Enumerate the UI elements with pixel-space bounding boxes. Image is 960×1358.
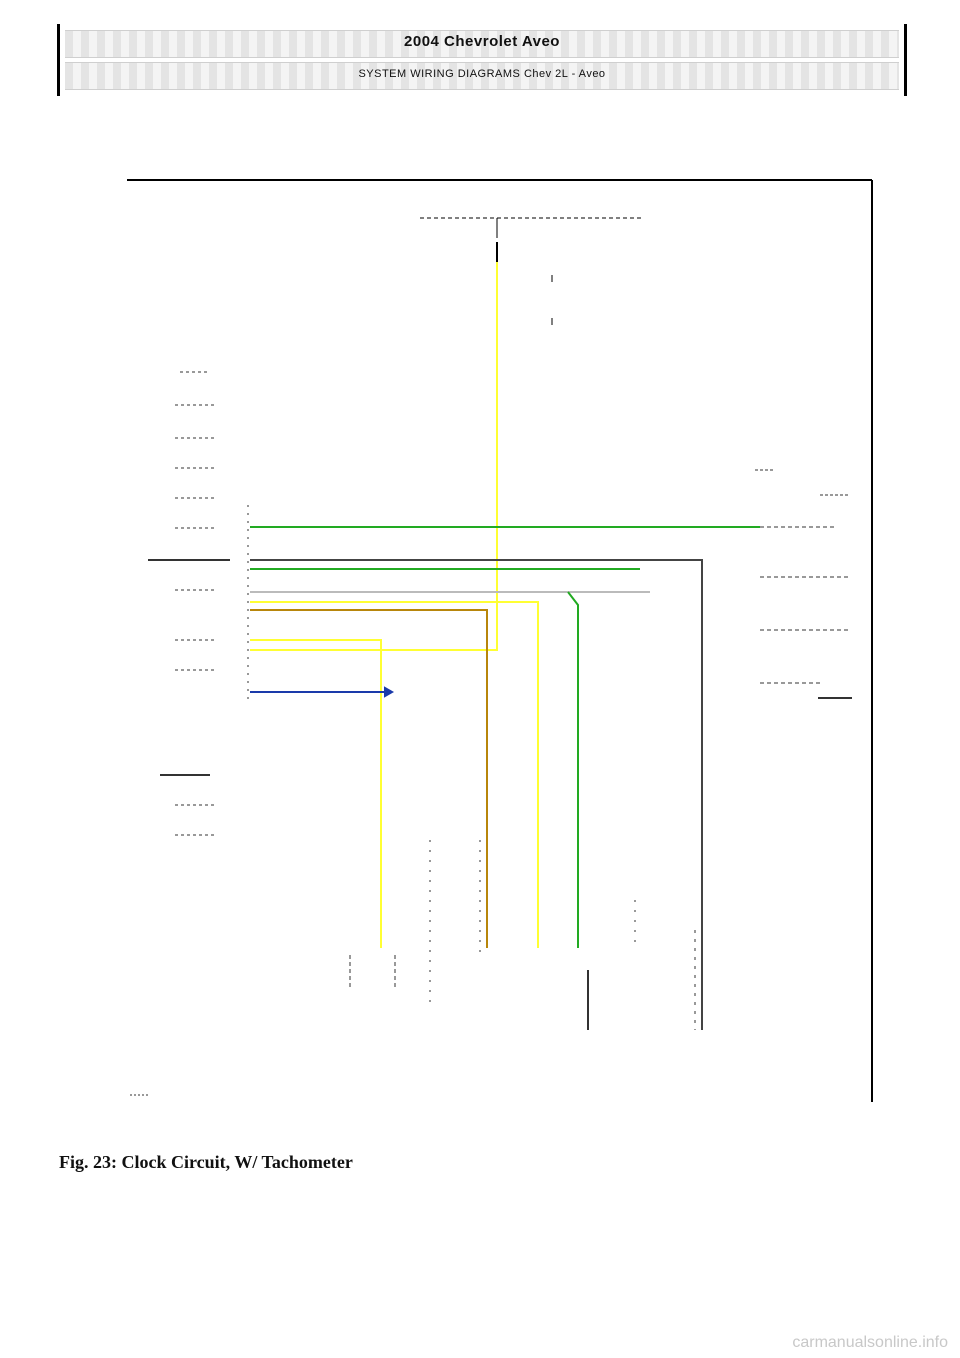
wire-dark-gray — [250, 559, 703, 1030]
watermark-footer: carmanualsonline.info — [792, 1334, 948, 1351]
wire-yellow-top — [250, 262, 498, 651]
header-left-rule — [57, 24, 60, 96]
left-component-marks — [148, 371, 249, 836]
wire-yellow-left — [250, 639, 382, 948]
document-title: 2004 Chevrolet Aveo — [404, 33, 560, 50]
bottom-connector-marks — [130, 840, 696, 1096]
wire-yellow-right — [250, 601, 539, 948]
wire-brown — [250, 609, 488, 948]
document-subtitle: SYSTEM WIRING DIAGRAMS Chev 2L - Aveo — [358, 68, 606, 80]
header-right-rule — [904, 24, 907, 96]
figure-caption: Fig. 23: Clock Circuit, W/ Tachometer — [59, 1152, 353, 1172]
wire-green-vertical — [567, 591, 579, 948]
diagram-frame — [127, 179, 873, 1102]
page-header: 2004 Chevrolet Aveo SYSTEM WIRING DIAGRA… — [57, 24, 907, 96]
fuse-block-top — [420, 217, 642, 325]
wire-blue — [250, 686, 395, 698]
header-title-band — [65, 30, 899, 58]
header-subtitle-band — [65, 62, 899, 90]
right-component-marks — [755, 469, 852, 699]
